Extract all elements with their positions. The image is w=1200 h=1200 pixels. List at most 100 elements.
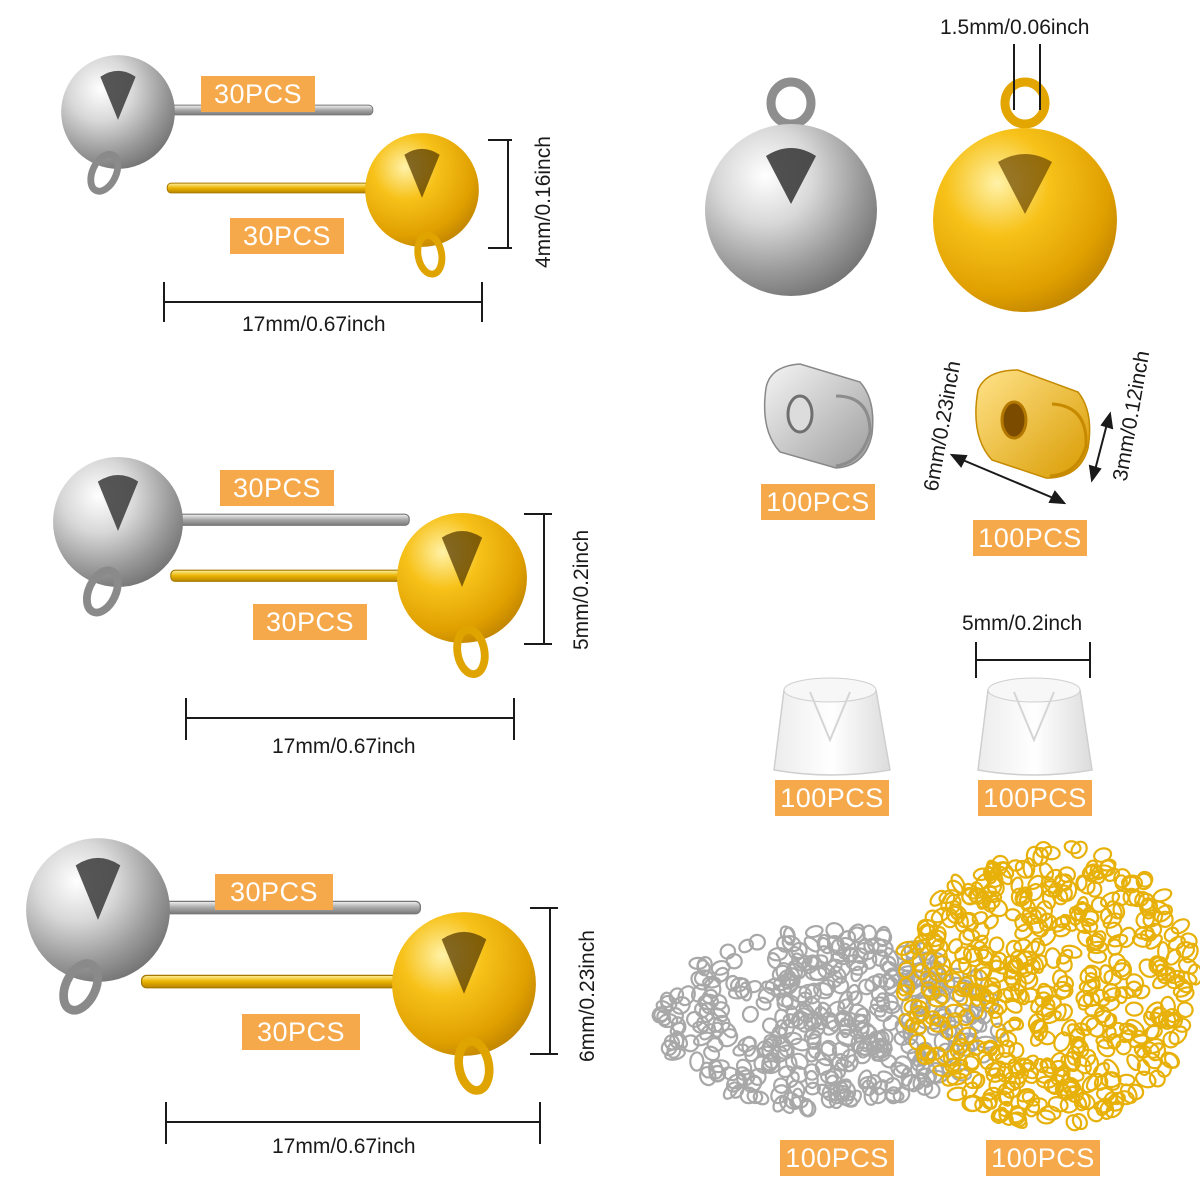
gold-jump-ring <box>1059 913 1078 932</box>
silver-jump-ring <box>804 995 823 1014</box>
stud-set-1 <box>61 55 512 322</box>
silver-jump-ring <box>706 1037 724 1053</box>
stud-set-3 <box>26 838 558 1144</box>
gold-jump-ring <box>908 1033 927 1051</box>
gold-jump-ring <box>961 887 979 905</box>
gold-jump-ring <box>964 1052 981 1070</box>
gold-jump-ring <box>1117 986 1135 1000</box>
silver-jump-ring <box>651 1006 670 1024</box>
length-dimension-line <box>163 282 483 322</box>
gold-jump-ring <box>1163 926 1180 943</box>
gold-jump-ring <box>1167 935 1186 951</box>
gold-jump-ring <box>1029 906 1048 925</box>
gold-jump-ring <box>1086 940 1108 955</box>
silver-jump-ring <box>694 1002 710 1019</box>
silver-jump-ring <box>847 990 863 1006</box>
gold-jump-ring <box>998 861 1015 879</box>
gold-jump-ring <box>951 988 969 1006</box>
silver-jump-ring <box>755 996 772 1011</box>
silver-jump-ring <box>912 1073 926 1091</box>
dimension-label-set1-length: 17mm/0.67inch <box>242 313 386 336</box>
gold-jump-ring <box>1059 1095 1080 1114</box>
rubber-backs <box>773 642 1093 776</box>
silver-jump-ring <box>767 946 788 962</box>
gold-jump-ring <box>898 961 915 979</box>
gold-jump-ring <box>1106 900 1123 920</box>
silver-jump-ring <box>835 1058 856 1073</box>
gold-jump-ring <box>1145 1001 1164 1021</box>
silver-jump-ring <box>868 1030 886 1050</box>
gold-jump-ring <box>1165 969 1186 984</box>
silver-jump-ring <box>875 992 891 1012</box>
silver-jump-ring <box>732 1043 750 1057</box>
silver-jump-ring <box>875 925 892 948</box>
gold-jump-ring <box>1127 1083 1145 1101</box>
gold-jump-ring <box>1014 886 1032 905</box>
silver-jump-ring <box>748 933 766 951</box>
dimension-label-set3-height: 6mm/0.23inch <box>576 930 599 1062</box>
qty-label-jumprings-gold: 100PCS <box>986 1140 1100 1176</box>
gold-jump-ring <box>1063 840 1082 855</box>
gold-jump-ring <box>1061 944 1083 959</box>
gold-jump-ring <box>929 1015 950 1033</box>
gold-jump-ring <box>1104 867 1121 883</box>
gold-jump-ring <box>1004 997 1023 1014</box>
gold-jump-ring <box>972 867 991 882</box>
gold-jump-ring <box>979 885 998 900</box>
gold-jump-ring <box>1014 923 1034 940</box>
gold-jump-ring <box>1143 1024 1163 1040</box>
gold-jump-ring <box>974 1096 993 1114</box>
size-dimension-line <box>975 642 1091 678</box>
length-dimension-line <box>165 1102 541 1144</box>
silver-jump-ring <box>745 979 763 994</box>
gold-jump-ring <box>1008 959 1029 975</box>
gold-jump-ring <box>1172 981 1194 998</box>
gold-jump-ring <box>1131 933 1152 948</box>
silver-jump-ring <box>832 1080 850 1101</box>
gold-jump-ring <box>1113 868 1132 889</box>
silver-jump-ring <box>775 961 793 982</box>
silver-jump-ring <box>839 1048 857 1069</box>
gold-jump-ring <box>971 922 990 942</box>
silver-jump-ring <box>689 1051 705 1072</box>
gold-jump-ring <box>954 981 972 998</box>
silver-jump-ring <box>863 1085 879 1106</box>
gold-jump-ring <box>920 981 937 998</box>
gold-jump-ring <box>1117 1073 1136 1087</box>
silver-jump-ring <box>827 1083 846 1102</box>
gold-jump-ring <box>1093 847 1113 863</box>
silver-jump-ring <box>721 1021 737 1039</box>
silver-jump-ring <box>659 991 674 1009</box>
gold-jump-ring <box>944 1003 966 1018</box>
gold-jump-ring <box>952 1038 970 1056</box>
gold-jump-ring <box>1071 1112 1088 1131</box>
silver-jump-ring <box>892 1086 911 1104</box>
silver-jump-ring <box>884 1089 905 1103</box>
gold-jump-ring <box>1092 1061 1110 1079</box>
gold-jump-ring <box>974 985 995 1003</box>
gold-jump-ring <box>1164 1008 1181 1024</box>
gold-jump-ring <box>1156 910 1174 928</box>
gold-jump-ring <box>1084 964 1102 980</box>
silver-jump-ring <box>778 1065 795 1078</box>
silver-jump-ring <box>692 1020 709 1034</box>
silver-jump-ring <box>725 974 741 992</box>
gold-jump-ring <box>1053 1003 1067 1022</box>
dimension-label-set2-height: 5mm/0.2inch <box>570 529 593 650</box>
qty-label-set2-silver: 30PCS <box>220 470 334 506</box>
gold-jump-ring <box>930 906 952 924</box>
gold-jump-ring <box>903 998 923 1014</box>
silver-jump-ring <box>785 962 804 982</box>
silver-jump-ring <box>804 1022 826 1040</box>
gold-jump-ring <box>942 1049 961 1067</box>
silver-jump-ring <box>824 1067 843 1086</box>
silver-jump-ring <box>968 1014 988 1033</box>
silver-jump-ring <box>737 1036 757 1053</box>
silver-jump-ring <box>804 982 822 1005</box>
gold-jump-ring <box>1026 1097 1048 1114</box>
gold-jump-ring <box>1013 938 1031 952</box>
stud-set-2 <box>53 457 552 740</box>
gold-jump-ring <box>1031 954 1048 971</box>
gold-jump-ring <box>1034 840 1053 859</box>
gold-ball-stud-6mm <box>142 912 536 1093</box>
